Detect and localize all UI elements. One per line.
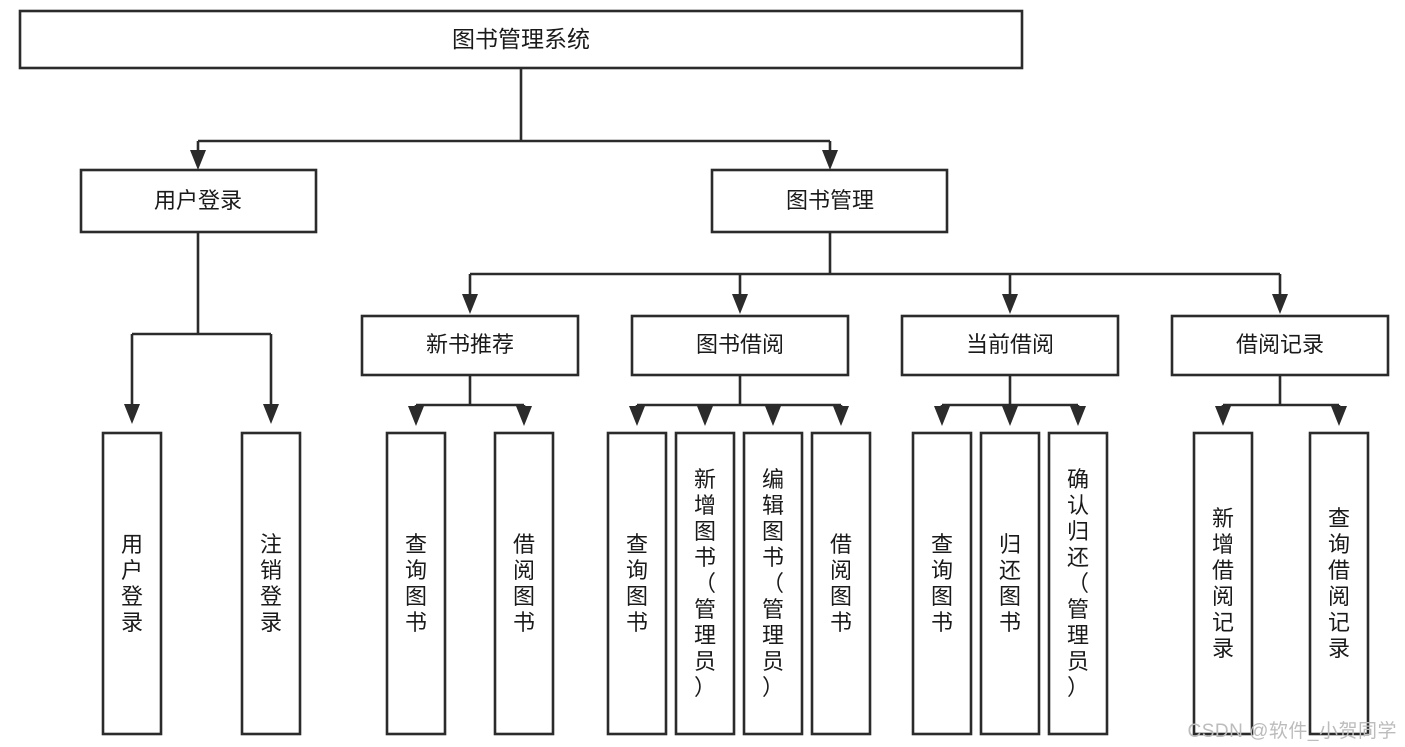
leaf-node-leaf-query-book-3-label: 查询图书 [931, 532, 953, 635]
connector-book-borrow-to-leaves [635, 375, 843, 412]
node-root-label: 图书管理系统 [452, 26, 590, 52]
arrow-leaf-query-book-1 [408, 406, 424, 426]
leaf-node-leaf-query-record[interactable]: 查询借阅记录 [1308, 431, 1370, 736]
leaf-node-leaf-logout-login[interactable]: 注销登录 [240, 431, 302, 736]
arrow-leaf-query-book-2 [629, 406, 645, 426]
leaf-node-leaf-borrow-book-1-label: 借阅图书 [513, 532, 535, 635]
arrow-leaf-query-book-3 [934, 406, 950, 426]
node-book-management[interactable]: 图书管理 [710, 168, 949, 234]
arrow-leaf-add-record [1215, 406, 1231, 426]
arrow-to-borrow-record [1272, 294, 1288, 314]
arrow-to-book-borrow [732, 294, 748, 314]
leaf-node-leaf-query-book-2[interactable]: 查询图书 [606, 431, 668, 736]
node-new-book-recommend[interactable]: 新书推荐 [360, 314, 580, 377]
leaf-node-leaf-query-book-1-label: 查询图书 [405, 532, 427, 635]
leaf-node-leaf-logout-login-label: 注销登录 [260, 532, 282, 635]
node-borrow-record[interactable]: 借阅记录 [1170, 314, 1390, 377]
arrow-leaf-user-login [124, 404, 140, 424]
leaf-node-leaf-return-book[interactable]: 归还图书 [979, 431, 1041, 736]
arrow-leaf-borrow-book-2 [833, 406, 849, 426]
connector-borrow-record-to-leaves [1221, 375, 1341, 412]
arrow-leaf-return-book [1002, 406, 1018, 426]
connector-user-login-to-leaves [130, 232, 273, 405]
arrow-leaf-borrow-book-1 [516, 406, 532, 426]
leaf-node-leaf-query-book-1[interactable]: 查询图书 [385, 431, 447, 736]
arrow-to-new-book-recommend [462, 294, 478, 314]
arrow-to-current-borrow [1002, 294, 1018, 314]
connector-root-to-level2 [196, 68, 832, 152]
leaf-node-leaf-user-login[interactable]: 用户登录 [101, 431, 163, 736]
arrow-leaf-query-record [1331, 406, 1347, 426]
leaf-node-leaf-add-book[interactable]: 新增图书（管理员） [674, 431, 736, 736]
leaf-node-leaf-borrow-book-2-label: 借阅图书 [830, 532, 852, 635]
leaf-node-leaf-edit-book-label: 编辑图书（管理员） [762, 467, 784, 700]
node-book-borrow-label: 图书借阅 [696, 332, 784, 357]
arrow-to-book-management [822, 150, 838, 170]
leaf-node-leaf-query-book-3[interactable]: 查询图书 [911, 431, 973, 736]
leaf-node-leaf-edit-book[interactable]: 编辑图书（管理员） [742, 431, 804, 736]
leaf-node-leaf-confirm-return[interactable]: 确认归还（管理员） [1047, 431, 1109, 736]
node-book-management-label: 图书管理 [786, 188, 874, 213]
node-current-borrow-label: 当前借阅 [966, 332, 1054, 357]
arrow-leaf-edit-book [765, 406, 781, 426]
node-user-login-label: 用户登录 [154, 188, 242, 213]
connector-book-management-to-level3 [468, 232, 1282, 295]
node-current-borrow[interactable]: 当前借阅 [900, 314, 1120, 377]
leaf-node-leaf-return-book-label: 归还图书 [999, 532, 1021, 635]
csdn-watermark: CSDN @软件_小贺同学 [1187, 721, 1397, 742]
leaf-node-leaf-query-book-2-label: 查询图书 [626, 532, 648, 635]
node-borrow-record-label: 借阅记录 [1236, 332, 1324, 357]
arrow-to-user-login [190, 150, 206, 170]
leaf-node-leaf-add-record-label: 新增借阅记录 [1212, 506, 1234, 661]
node-root[interactable]: 图书管理系统 [18, 9, 1024, 70]
leaf-node-leaf-user-login-label: 用户登录 [121, 532, 143, 635]
leaf-node-leaf-confirm-return-label: 确认归还（管理员） [1067, 467, 1089, 700]
node-user-login[interactable]: 用户登录 [79, 168, 318, 234]
leaf-node-leaf-add-book-label: 新增图书（管理员） [694, 467, 716, 700]
leaf-node-leaf-borrow-book-1[interactable]: 借阅图书 [493, 431, 555, 736]
connector-new-book-recommend-to-leaves [414, 375, 526, 412]
leaf-node-leaf-borrow-book-2[interactable]: 借阅图书 [810, 431, 872, 736]
leaf-node-leaf-add-record[interactable]: 新增借阅记录 [1192, 431, 1254, 736]
leaf-node-leaf-query-record-label: 查询借阅记录 [1328, 506, 1350, 661]
arrow-leaf-add-book [697, 406, 713, 426]
arrow-leaf-confirm-return [1070, 406, 1086, 426]
node-new-book-recommend-label: 新书推荐 [426, 332, 514, 357]
arrow-leaf-logout-login [263, 404, 279, 424]
node-book-borrow[interactable]: 图书借阅 [630, 314, 850, 377]
